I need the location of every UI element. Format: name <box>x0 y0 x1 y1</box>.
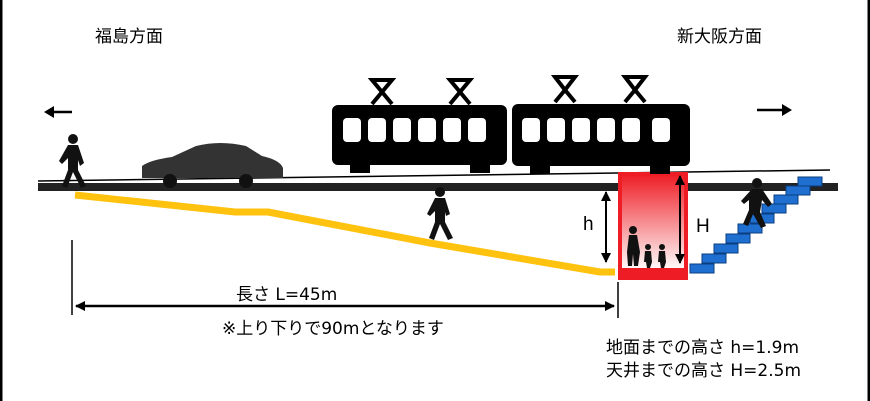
length-label: 長さ L=45m <box>236 285 338 305</box>
h-label: h <box>583 214 594 235</box>
pedestrian-icon <box>741 178 772 228</box>
ground-height-label: 地面までの高さ h=1.9m <box>606 338 800 358</box>
ramp-slope <box>74 191 615 276</box>
pedestrian-icon <box>59 134 86 188</box>
road-surface <box>38 183 838 191</box>
train-icon <box>332 75 690 174</box>
H-label: H <box>696 216 710 237</box>
ceiling-height-label: 天井までの高さ H=2.5m <box>606 361 802 381</box>
underpass-floor <box>618 268 688 280</box>
car-icon <box>142 143 283 188</box>
pedestrian-icon <box>627 226 666 268</box>
right-direction-label: 新大阪方面 <box>677 27 762 47</box>
left-direction-label: 福島方面 <box>95 27 163 47</box>
arrow-left-icon <box>44 106 72 118</box>
arrow-right-icon <box>757 104 792 116</box>
round-trip-note: ※上り下りで90mとなります <box>222 319 444 339</box>
pedestrian-icon <box>427 187 453 240</box>
